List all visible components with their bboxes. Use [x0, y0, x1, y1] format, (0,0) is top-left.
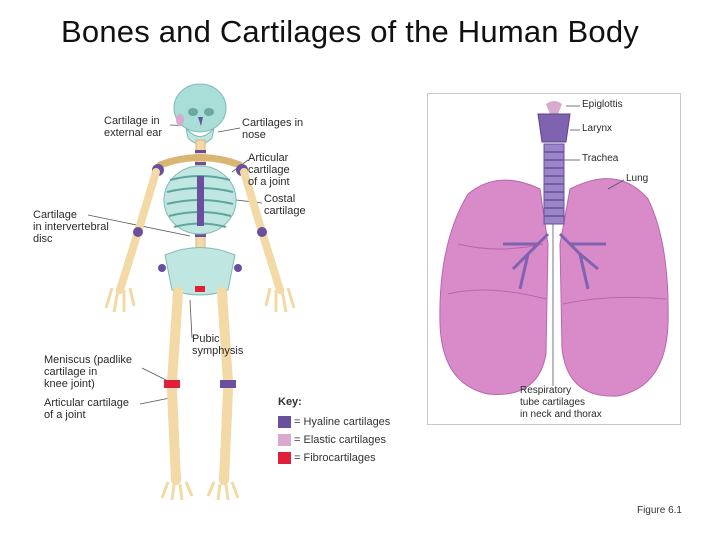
label-intervertebral-disc: Cartilage in intervertebral disc: [33, 209, 109, 245]
respiratory-panel: [427, 93, 681, 425]
epiglottis-cartilage: [546, 101, 562, 114]
label-epiglottis: Epiglottis: [582, 99, 623, 110]
label-trachea: Trachea: [582, 153, 619, 164]
key-label-elastic: = Elastic cartilages: [294, 434, 387, 446]
page-title: Bones and Cartilages of the Human Body: [61, 14, 639, 49]
left-lung: [439, 179, 549, 395]
meniscus: [164, 380, 180, 388]
label-meniscus: Meniscus (padlike cartilage in knee join…: [44, 354, 133, 390]
label-nose-cartilage: Cartilages in nose: [242, 117, 304, 141]
label-ear-cartilage: Cartilage in external ear: [104, 115, 163, 139]
label-articular-cartilage-upper: Articular cartilage of a joint: [248, 152, 290, 188]
pubic-symphysis-cartilage: [195, 286, 205, 292]
label-articular-cartilage-lower: Articular cartilage of a joint: [44, 397, 129, 421]
key-item-fibro: = Fibrocartilages: [278, 451, 376, 465]
label-costal-cartilage: Costal cartilage: [264, 193, 306, 217]
right-lung: [559, 178, 669, 397]
lungs-illustration: [439, 101, 669, 397]
label-larynx: Larynx: [582, 123, 613, 134]
costal-cartilage: [197, 176, 204, 226]
elastic-swatch: [278, 434, 291, 446]
key-label-fibro: = Fibrocartilages: [294, 452, 376, 464]
fibro-swatch: [278, 452, 291, 464]
pelvis: [164, 247, 236, 296]
key-title: Key:: [278, 396, 302, 408]
label-lung: Lung: [626, 173, 649, 184]
figure-label: Figure 6.1: [636, 505, 682, 516]
label-respiratory-tube-cartilages: Respiratory tube cartilages in neck and …: [520, 385, 602, 420]
nose-cartilage: [198, 117, 203, 126]
key-item-elastic: = Elastic cartilages: [278, 433, 386, 447]
key-label-hyaline: = Hyaline cartilages: [294, 416, 391, 428]
hyaline-swatch: [278, 416, 291, 428]
label-pubic-symphysis: Pubic symphysis: [192, 333, 244, 357]
ear-cartilage: [176, 114, 184, 126]
key-item-hyaline: = Hyaline cartilages: [278, 415, 390, 429]
skull: [173, 83, 227, 133]
larynx-cartilage: [537, 113, 571, 143]
